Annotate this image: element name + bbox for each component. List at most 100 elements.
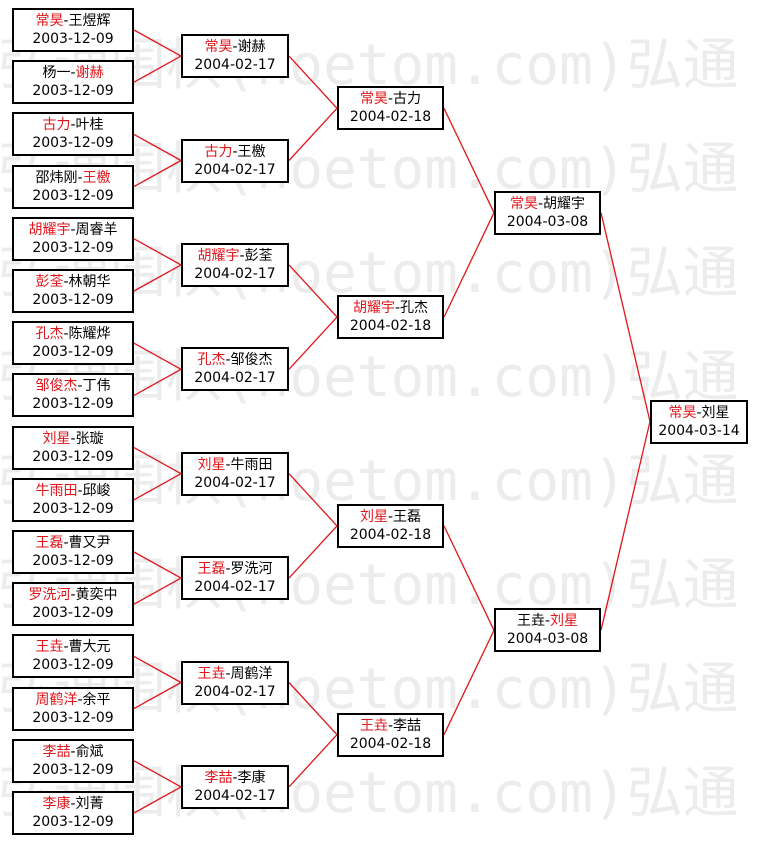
match-date: 2003-12-09 xyxy=(32,448,114,465)
player-name: 刘星 xyxy=(359,508,388,525)
player-name: 杨一 xyxy=(42,65,71,82)
player-name: 邹俊杰 xyxy=(35,378,78,395)
bracket-connector xyxy=(443,525,495,631)
match-date: 2003-12-09 xyxy=(32,657,114,674)
player-name: 周睿羊 xyxy=(75,221,118,238)
match-date: 2004-03-14 xyxy=(658,422,740,439)
player-separator: - xyxy=(70,65,76,82)
player-name: 曹又尹 xyxy=(68,535,111,551)
match-date: 2003-12-09 xyxy=(32,187,114,204)
match-players: 常昊-谢赫 xyxy=(183,38,287,56)
player-name: 刘星 xyxy=(42,430,71,447)
match-date: 2003-12-09 xyxy=(32,396,114,413)
player-name: 古力 xyxy=(393,91,422,108)
player-separator: - xyxy=(387,717,394,734)
player-separator: - xyxy=(387,91,394,108)
bracket-connector xyxy=(133,159,182,188)
player-name: 俞斌 xyxy=(75,743,104,760)
match-players: 李康-刘菁 xyxy=(14,795,132,813)
player-name: 彭荃 xyxy=(35,274,64,290)
player-name: 孔杰 xyxy=(197,352,226,369)
player-separator: - xyxy=(225,352,231,369)
bracket-connector xyxy=(133,29,182,57)
player-name: 李康 xyxy=(237,769,266,786)
bracket-connector xyxy=(288,525,338,579)
match-players: 王磊-罗洗河 xyxy=(183,560,287,578)
player-name: 张璇 xyxy=(75,430,104,447)
player-name: 刘星 xyxy=(701,404,730,421)
player-name: 王垚 xyxy=(35,639,64,656)
player-name: 王檄 xyxy=(82,169,111,186)
bracket-connector xyxy=(288,107,338,161)
match-players: 彭荃-林朝华 xyxy=(14,273,132,291)
match-players: 李喆-李康 xyxy=(183,769,287,787)
player-name: 王磊 xyxy=(197,561,226,578)
player-name: 丁伟 xyxy=(82,378,111,395)
match-date: 2004-02-17 xyxy=(194,57,276,74)
match-date: 2004-03-08 xyxy=(506,631,589,648)
match-players: 周鹤洋-余平 xyxy=(14,691,132,709)
player-name: 李康 xyxy=(42,796,71,812)
player-separator: - xyxy=(70,796,76,812)
bracket-connector xyxy=(133,551,182,579)
player-name: 常昊 xyxy=(204,39,233,56)
match-players: 王磊-曹又尹 xyxy=(14,534,132,552)
player-separator: - xyxy=(696,404,702,421)
player-name: 林朝华 xyxy=(68,274,111,290)
match-players: 常昊-古力 xyxy=(339,90,442,108)
match-players: 常昊-刘星 xyxy=(652,404,746,422)
match-players: 邹俊杰-丁伟 xyxy=(14,377,132,395)
player-name: 黄奕中 xyxy=(75,587,118,604)
bracket-connector xyxy=(133,760,182,788)
bracket-connector xyxy=(133,133,182,162)
bracket-connector xyxy=(443,630,495,735)
match-date: 2004-02-17 xyxy=(194,474,276,491)
player-separator: - xyxy=(70,117,76,134)
player-name: 王垚 xyxy=(359,717,388,734)
match-date: 2003-12-09 xyxy=(32,761,114,778)
match-date: 2004-02-18 xyxy=(349,526,432,543)
match-players: 刘星-牛雨田 xyxy=(183,456,287,474)
match-players: 李喆-俞斌 xyxy=(14,743,132,761)
match-date: 2004-02-17 xyxy=(194,787,276,804)
bracket-connector xyxy=(288,55,338,109)
player-separator: - xyxy=(544,613,551,630)
match-players: 孔杰-邹俊杰 xyxy=(183,351,287,369)
player-separator: - xyxy=(63,639,69,656)
match-date: 2003-12-09 xyxy=(32,709,114,726)
player-separator: - xyxy=(232,143,238,160)
match-players: 王垚-刘星 xyxy=(496,612,599,630)
match-date: 2003-12-09 xyxy=(32,553,114,569)
match-players: 常昊-胡耀宇 xyxy=(496,195,599,213)
player-name: 邵炜刚 xyxy=(35,169,78,186)
match-players: 古力-叶桂 xyxy=(14,116,132,134)
bracket-connector xyxy=(288,316,338,370)
player-separator: - xyxy=(77,691,83,708)
bracket-connector xyxy=(133,55,182,83)
player-name: 罗洗河 xyxy=(230,561,273,578)
match-date: 2004-02-17 xyxy=(194,370,276,387)
player-name: 邱峻 xyxy=(82,482,111,499)
match-players: 罗洗河-黄奕中 xyxy=(14,586,132,604)
match-players: 王垚-周鹤洋 xyxy=(183,665,287,683)
player-name: 牛雨田 xyxy=(35,482,78,499)
player-name: 曹大元 xyxy=(68,639,111,656)
bracket-connector xyxy=(133,655,182,684)
